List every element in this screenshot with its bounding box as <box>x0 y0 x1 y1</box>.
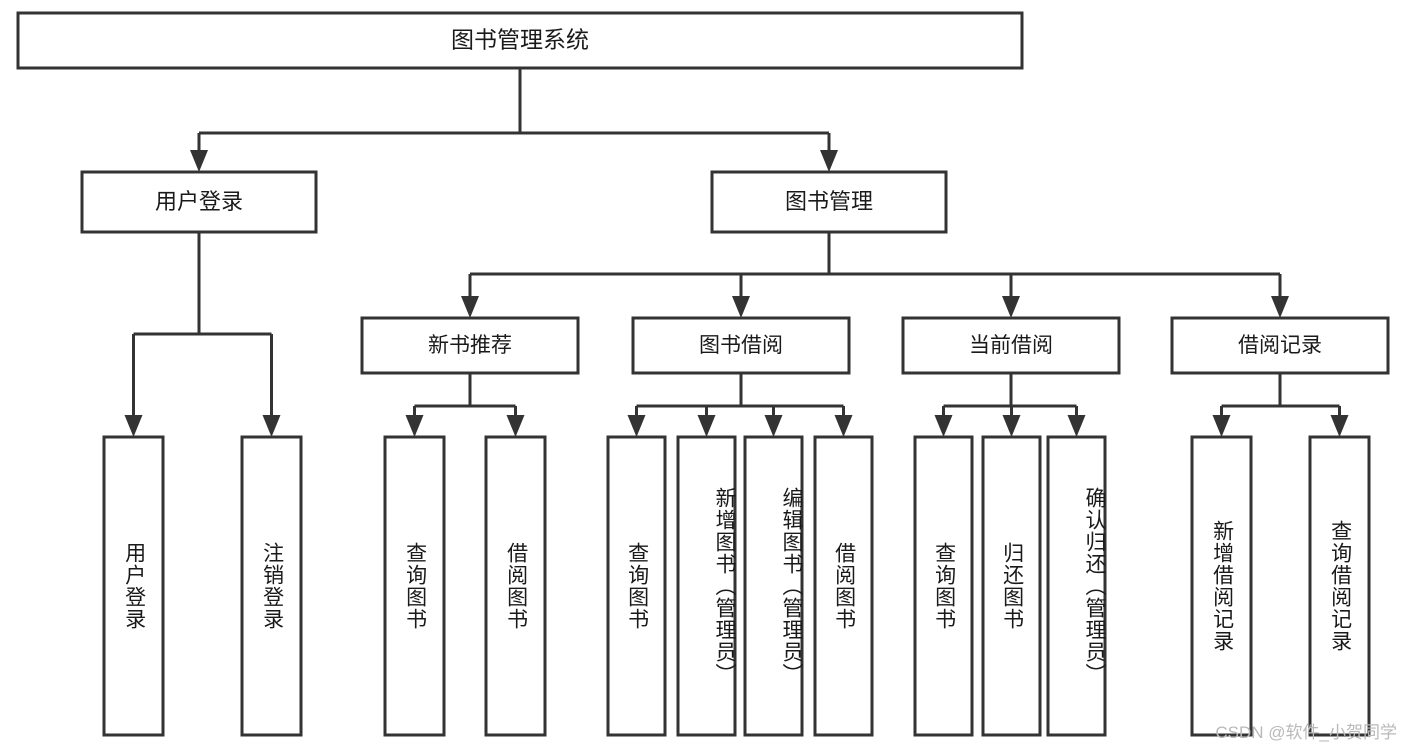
leaf-leaf-return-book-rect <box>981 435 1042 737</box>
node-borrow-record[interactable]: 借阅记录 <box>1170 316 1390 375</box>
node-new-book-rec[interactable]: 新书推荐 <box>360 316 580 375</box>
leaf-leaf-query-record[interactable] <box>1308 435 1371 737</box>
leaf-leaf-query-record-rect <box>1308 435 1371 737</box>
node-root-label: 图书管理系统 <box>451 27 589 53</box>
leaf-leaf-query-book-3-rect <box>913 435 974 737</box>
leaf-leaf-query-book-1-rect <box>383 435 446 737</box>
node-book-manage[interactable]: 图书管理 <box>710 170 948 234</box>
leaf-leaf-edit-book-rect <box>743 435 804 737</box>
node-book-borrow-label: 图书借阅 <box>699 334 783 357</box>
node-new-book-rec-rect <box>360 316 580 375</box>
leaf-leaf-query-book-1[interactable] <box>383 435 446 737</box>
node-user-login-rect <box>80 170 318 234</box>
leaf-leaf-borrow-book-2[interactable] <box>813 435 874 737</box>
leaf-leaf-logout-rect <box>240 435 303 737</box>
node-book-borrow-rect <box>631 316 851 375</box>
node-user-login-label: 用户登录 <box>155 189 243 214</box>
node-book-manage-rect <box>710 170 948 234</box>
node-root[interactable]: 图书管理系统 <box>16 11 1024 70</box>
leaf-leaf-query-book-2-rect <box>606 435 667 737</box>
leaf-leaf-borrow-book-1-rect <box>484 435 547 737</box>
leaf-leaf-user-login-rect <box>102 435 165 737</box>
node-borrow-record-rect <box>1170 316 1390 375</box>
node-book-borrow[interactable]: 图书借阅 <box>631 316 851 375</box>
watermark-text: CSDN @软件_小贺同学 <box>1215 723 1397 742</box>
leaf-leaf-add-record[interactable] <box>1190 435 1253 737</box>
leaf-leaf-edit-book[interactable] <box>743 435 804 737</box>
connector-lines <box>124 68 1349 437</box>
node-borrow-record-label: 借阅记录 <box>1238 334 1322 357</box>
node-current-borrow-label: 当前借阅 <box>969 334 1053 357</box>
node-root-rect <box>16 11 1024 70</box>
node-user-login[interactable]: 用户登录 <box>80 170 318 234</box>
node-new-book-rec-label: 新书推荐 <box>428 334 512 357</box>
leaf-leaf-confirm-return[interactable] <box>1046 435 1107 737</box>
leaf-leaf-confirm-return-rect <box>1046 435 1107 737</box>
leaf-leaf-add-record-rect <box>1190 435 1253 737</box>
leaf-leaf-query-book-3[interactable] <box>913 435 974 737</box>
leaf-leaf-borrow-book-1[interactable] <box>484 435 547 737</box>
node-current-borrow-rect <box>901 316 1121 375</box>
leaf-leaf-borrow-book-2-rect <box>813 435 874 737</box>
node-current-borrow[interactable]: 当前借阅 <box>901 316 1121 375</box>
leaf-leaf-add-book[interactable] <box>676 435 737 737</box>
leaf-leaf-user-login[interactable] <box>102 435 165 737</box>
leaf-leaf-return-book[interactable] <box>981 435 1042 737</box>
leaf-leaf-query-book-2[interactable] <box>606 435 667 737</box>
leaf-leaf-add-book-rect <box>676 435 737 737</box>
leaf-leaf-logout[interactable] <box>240 435 303 737</box>
node-book-manage-label: 图书管理 <box>785 189 873 214</box>
